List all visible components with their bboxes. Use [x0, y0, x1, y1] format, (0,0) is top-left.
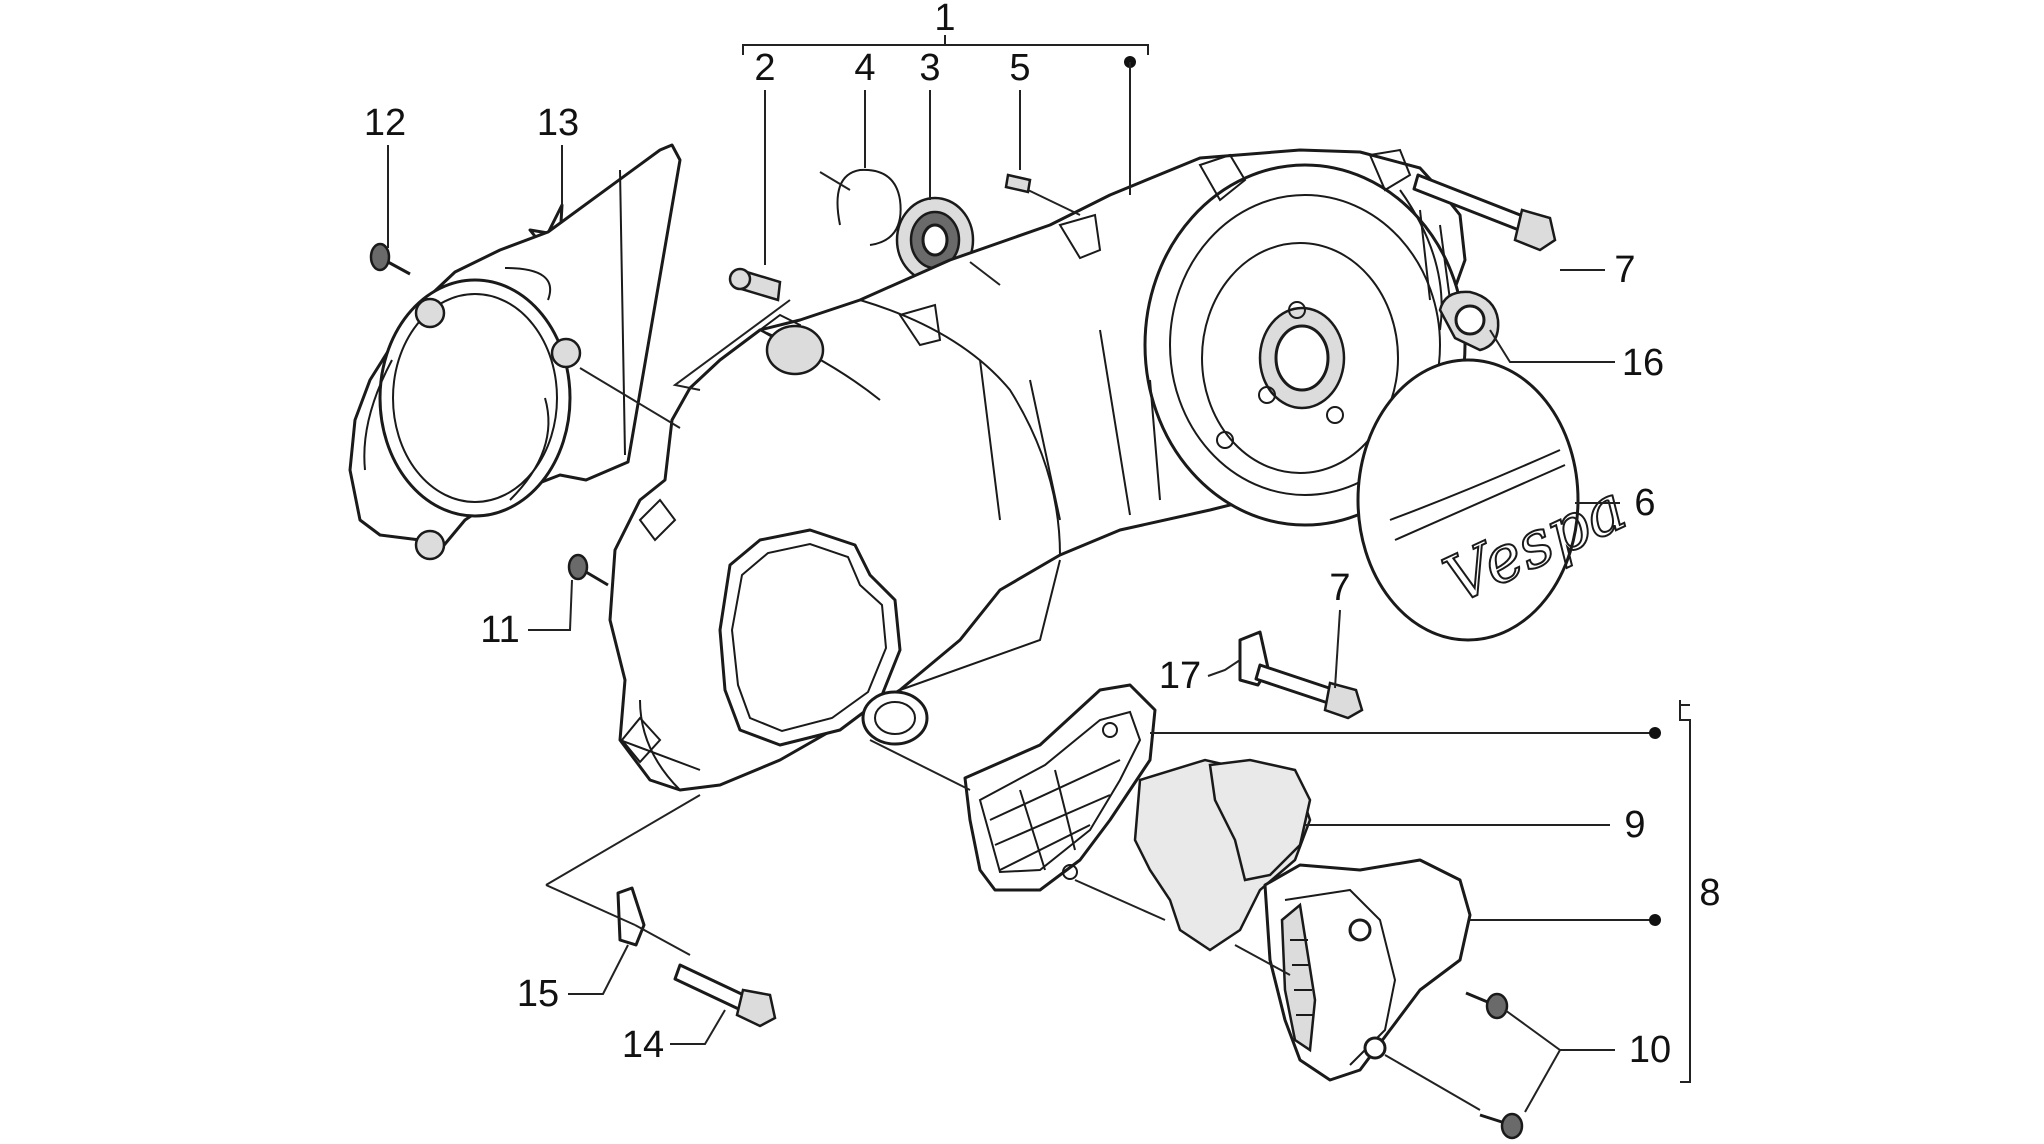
callout-4: 4 [854, 47, 875, 89]
callout-3: 3 [919, 47, 940, 89]
leader-lines [387, 35, 1691, 1113]
part-15-bracket [616, 886, 646, 947]
callout-1: 1 [934, 0, 955, 39]
part-8-air-intake-assembly [963, 683, 1472, 1082]
callout-7-lower: 7 [1329, 567, 1350, 609]
part-6-badge-cover: Vespa [1356, 358, 1638, 642]
callout-labels: 1 2 3 4 5 6 7 7 8 9 10 11 12 13 14 15 16… [364, 0, 1721, 1071]
callout-14: 14 [622, 1024, 664, 1066]
callout-11: 11 [480, 609, 519, 651]
callout-15: 15 [517, 973, 559, 1015]
part-16-bushing [1438, 290, 1500, 352]
callout-dot-8-bottom [1649, 914, 1661, 926]
part-7-bolt-lower [1254, 663, 1364, 720]
part-5-dowel [1004, 173, 1032, 194]
part-2-bushing [728, 267, 782, 302]
callout-16: 16 [1622, 342, 1664, 384]
callout-dot-8-top [1649, 727, 1661, 739]
callout-17: 17 [1159, 655, 1201, 697]
part-10-screws [1465, 991, 1524, 1140]
callout-8: 8 [1699, 872, 1720, 914]
callout-7-top: 7 [1614, 249, 1635, 291]
callout-12: 12 [364, 102, 406, 144]
part-14-bolt [673, 963, 777, 1028]
callout-2: 2 [754, 47, 775, 89]
part-12-screw [369, 242, 411, 276]
part-4-circlip [836, 168, 902, 246]
part-11-screw [567, 553, 609, 587]
part-13-gasket-plate [348, 143, 682, 561]
part-7-bolt-top [1412, 173, 1557, 252]
callout-13: 13 [537, 102, 579, 144]
callout-10: 10 [1629, 1029, 1671, 1071]
callout-6: 6 [1634, 482, 1655, 524]
callout-9: 9 [1624, 804, 1645, 846]
callout-5: 5 [1009, 47, 1030, 89]
